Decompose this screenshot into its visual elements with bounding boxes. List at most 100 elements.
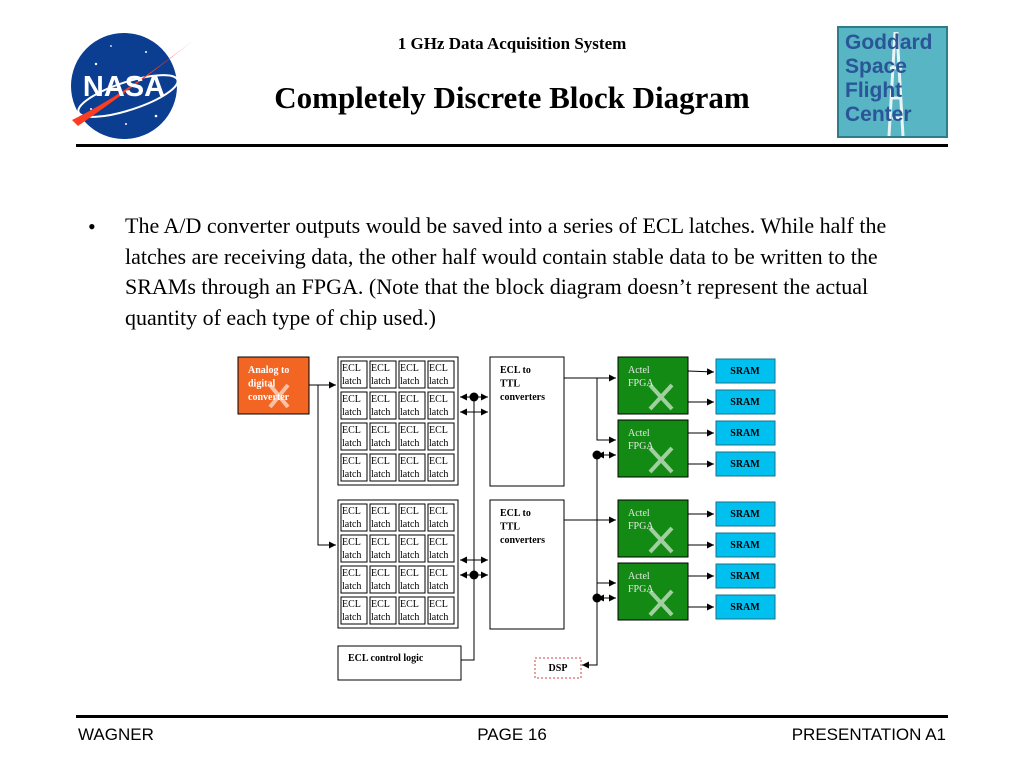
ecl-latch-label: latch <box>400 550 419 561</box>
ecl-latch <box>340 453 368 482</box>
ecl-latch-label: latch <box>342 581 361 592</box>
sram-label: SRAM <box>730 509 760 520</box>
ecl-latch <box>427 422 455 451</box>
fpga-to-sram <box>687 368 715 376</box>
ecl-latch-label: latch <box>371 612 390 623</box>
fpga-label: Actel <box>628 571 650 582</box>
ecl-latch-label: latch <box>429 438 448 449</box>
nasa-wordmark: NASA <box>83 71 165 103</box>
ecl-latch-label: latch <box>400 612 419 623</box>
ecl-latch-label: ECL <box>429 568 448 579</box>
ecl-latch-label: ECL <box>342 568 361 579</box>
fpga-label: FPGA <box>628 584 654 595</box>
ecl-latch-label: latch <box>429 519 448 530</box>
converter-label: converters <box>500 535 545 546</box>
ecl-latch <box>340 596 368 625</box>
ecl-latch <box>427 453 455 482</box>
ecl-latch <box>369 453 397 482</box>
ecl-latch-label: ECL <box>371 599 390 610</box>
ecl-latch-label: ECL <box>400 568 419 579</box>
ecl-latch <box>340 360 368 389</box>
ecl-latch-label: ECL <box>342 537 361 548</box>
ecl-latch-label: ECL <box>400 506 419 517</box>
ecl-latch-label: latch <box>429 407 448 418</box>
ecl-latch-label: latch <box>400 581 419 592</box>
sram-block <box>715 594 776 620</box>
ecl-latch-label: ECL <box>429 456 448 467</box>
ecl-latch-label: latch <box>429 612 448 623</box>
bullet-marker: • <box>88 214 96 239</box>
ecl-latch <box>427 391 455 420</box>
ecl-latch-label: latch <box>400 519 419 530</box>
ecl-latch-label: latch <box>342 550 361 561</box>
ecl-latch-label: ECL <box>429 506 448 517</box>
ecl-latch-label: ECL <box>400 599 419 610</box>
ecl-latch <box>398 534 426 563</box>
ecl-latch-label: ECL <box>371 363 390 374</box>
junction-dot <box>592 450 602 460</box>
ecl-latch-label: ECL <box>429 425 448 436</box>
ecl-latch-label: latch <box>371 550 390 561</box>
ecl-latch <box>369 391 397 420</box>
ecl-latch-label: ECL <box>371 425 390 436</box>
ecl-latch-label: latch <box>429 376 448 387</box>
sram-label: SRAM <box>730 459 760 470</box>
ecl-latch-label: ECL <box>371 506 390 517</box>
ecl-latch <box>427 596 455 625</box>
sram-block <box>715 420 776 446</box>
converter-label: ECL to <box>500 365 531 376</box>
ecl-latch-label: latch <box>371 438 390 449</box>
ecl-latch <box>427 534 455 563</box>
ecl-latch <box>369 422 397 451</box>
ecl-latch-label: ECL <box>400 456 419 467</box>
gsfc-line: Goddard <box>845 31 933 54</box>
ecl-latch <box>398 391 426 420</box>
ecl-latch-label: ECL <box>429 537 448 548</box>
ecl-latch-label: latch <box>400 376 419 387</box>
adc-label: converter <box>248 392 290 403</box>
ecl-latch-label: latch <box>371 376 390 387</box>
slide-title: Completely Discrete Block Diagram <box>274 80 750 115</box>
junction-dot <box>592 593 602 603</box>
ecl-latch <box>398 453 426 482</box>
slide-subtitle: 1 GHz Data Acquisition System <box>397 34 627 53</box>
ecl-latch <box>340 503 368 532</box>
ecl-latch <box>340 422 368 451</box>
ecl-latch-label: ECL <box>342 425 361 436</box>
ecl-latch-label: ECL <box>400 363 419 374</box>
sram-block <box>715 389 776 415</box>
sram-block <box>715 532 776 558</box>
converter-label: ECL to <box>500 508 531 519</box>
ecl-latch-label: ECL <box>429 363 448 374</box>
ecl-latch <box>369 596 397 625</box>
watermark-cross <box>648 526 674 554</box>
ecl-latch-label: ECL <box>371 537 390 548</box>
footer-presentation: PRESENTATION A1 <box>791 725 946 744</box>
ecl-latch <box>398 596 426 625</box>
converter-label: converters <box>500 392 545 403</box>
ecl-latch-label: ECL <box>429 599 448 610</box>
ecl-latch-label: latch <box>429 550 448 561</box>
ecl-latch-label: latch <box>371 469 390 480</box>
ecl-latch <box>369 360 397 389</box>
ecl-latch <box>369 565 397 594</box>
ecl-latch-label: latch <box>371 407 390 418</box>
gsfc-line: Flight <box>845 79 903 102</box>
fpga-label: FPGA <box>628 521 654 532</box>
gsfc-line: Space <box>845 55 907 78</box>
ecl-latch <box>369 503 397 532</box>
sram-label: SRAM <box>730 397 760 408</box>
footer-page: PAGE 16 <box>477 725 547 744</box>
ecl-latch <box>427 565 455 594</box>
fpga-label: Actel <box>628 365 650 376</box>
control-label: ECL control logic <box>348 653 424 664</box>
converter-label: TTL <box>500 379 520 390</box>
gsfc-logo: Goddard Space Flight Center <box>837 26 948 138</box>
ecl-latch-label: ECL <box>342 456 361 467</box>
sram-label: SRAM <box>730 571 760 582</box>
sram-label: SRAM <box>730 366 760 377</box>
sram-label: SRAM <box>730 540 760 551</box>
fpga-label: Actel <box>628 508 650 519</box>
ecl-latch-label: ECL <box>429 394 448 405</box>
